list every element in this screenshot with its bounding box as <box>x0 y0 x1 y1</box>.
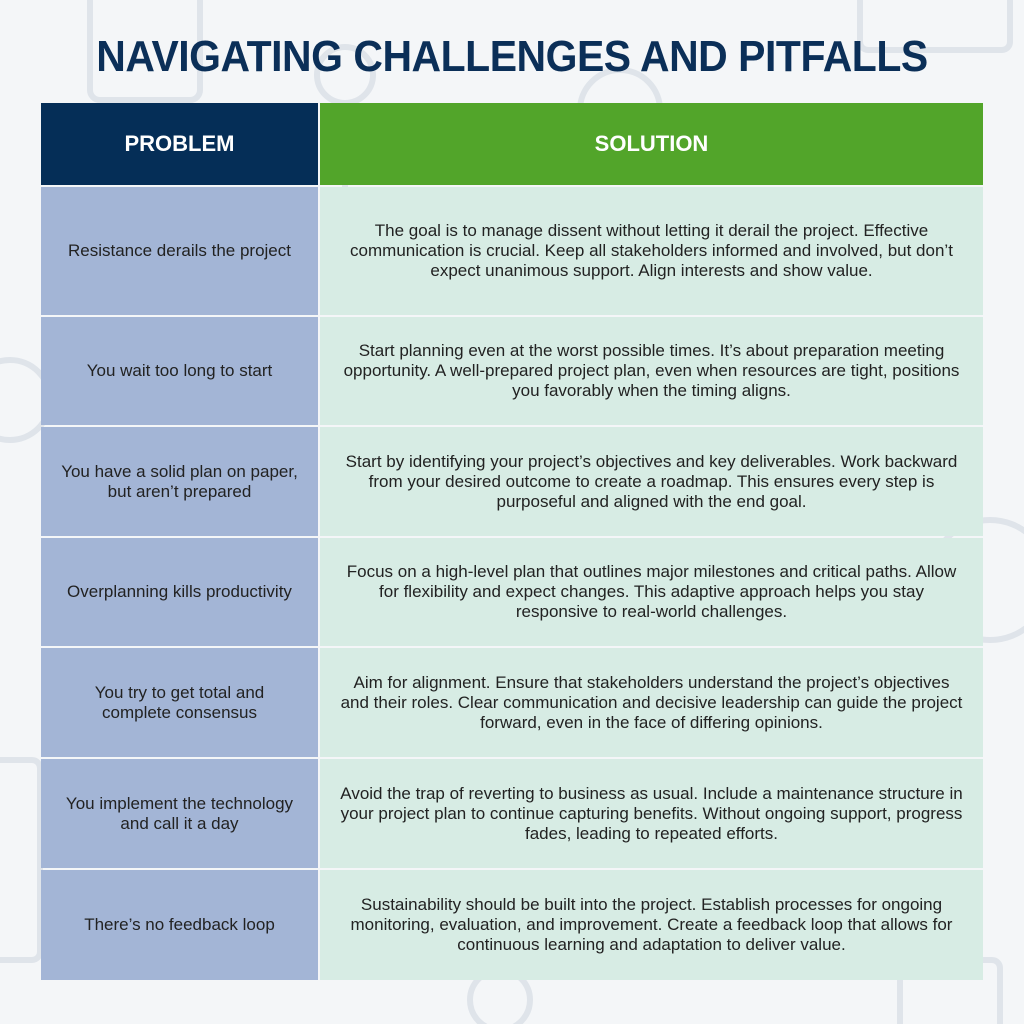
solution-cell: Aim for alignment. Ensure that stakehold… <box>320 648 983 757</box>
table-header-row: PROBLEM SOLUTION <box>41 103 983 185</box>
problem-cell: Overplanning kills productivity <box>41 538 318 646</box>
solution-cell: Focus on a high-level plan that outlines… <box>320 538 983 646</box>
solution-cell: Sustainability should be built into the … <box>320 870 983 980</box>
table-row: You try to get total and complete consen… <box>41 648 983 757</box>
table-row: You wait too long to start Start plannin… <box>41 317 983 425</box>
problem-cell: Resistance derails the project <box>41 187 318 315</box>
problem-cell: You wait too long to start <box>41 317 318 425</box>
page-title: NAVIGATING CHALLENGES AND PITFALLS <box>96 32 928 81</box>
problem-cell: There’s no feedback loop <box>41 870 318 980</box>
problem-solution-table: PROBLEM SOLUTION Resistance derails the … <box>41 103 983 982</box>
solution-cell: Start by identifying your project’s obje… <box>320 427 983 536</box>
table-row: You have a solid plan on paper, but aren… <box>41 427 983 536</box>
solution-cell: Avoid the trap of reverting to business … <box>320 759 983 868</box>
header-problem: PROBLEM <box>41 103 318 185</box>
header-solution: SOLUTION <box>320 103 983 185</box>
table-row: Overplanning kills productivity Focus on… <box>41 538 983 646</box>
problem-cell: You have a solid plan on paper, but aren… <box>41 427 318 536</box>
table-row: Resistance derails the project The goal … <box>41 187 983 315</box>
table-row: There’s no feedback loop Sustainability … <box>41 870 983 980</box>
table-row: You implement the technology and call it… <box>41 759 983 868</box>
problem-cell: You try to get total and complete consen… <box>41 648 318 757</box>
solution-cell: The goal is to manage dissent without le… <box>320 187 983 315</box>
solution-cell: Start planning even at the worst possibl… <box>320 317 983 425</box>
problem-cell: You implement the technology and call it… <box>41 759 318 868</box>
